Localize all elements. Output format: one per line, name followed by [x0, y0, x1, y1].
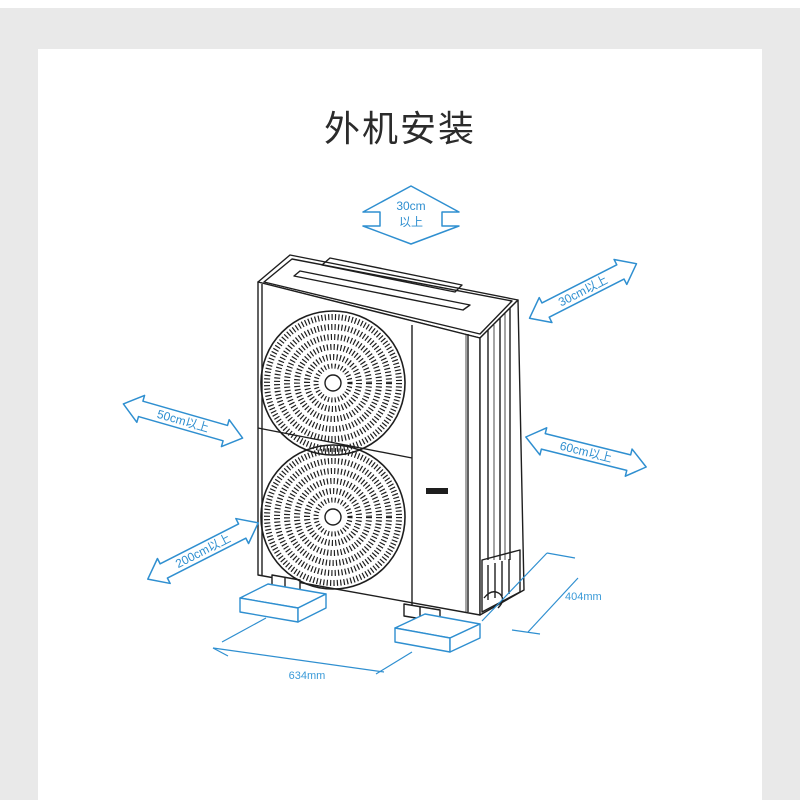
clearance-arrow-right: 60cm以上: [525, 427, 647, 477]
left-clearance-label: 50cm以上: [155, 407, 210, 435]
clearance-arrow-left: 50cm以上: [122, 394, 244, 448]
mounting-blocks: [239, 583, 481, 653]
width-dimension-line: [212, 617, 413, 675]
top-clearance-suffix: 以上: [399, 215, 423, 229]
top-strip: [0, 0, 800, 8]
clearance-arrow-back-right: 30cm以上: [528, 258, 638, 324]
clearance-arrow-top: [362, 185, 460, 245]
depth-dimension-line: [481, 552, 579, 635]
lower-fan: [260, 444, 406, 590]
depth-dimension-label: 404mm: [565, 591, 602, 603]
upper-fan: [260, 310, 406, 456]
right-clearance-label: 60cm以上: [558, 439, 613, 465]
width-dimension-label: 634mm: [289, 670, 326, 682]
outdoor-unit-illustration: [257, 254, 525, 623]
top-clearance-value: 30cm: [396, 199, 425, 213]
front-clearance-label: 200cm以上: [173, 531, 233, 571]
page-title: 外机安装: [323, 109, 476, 150]
clearance-arrow-front: 200cm以上: [147, 517, 259, 585]
